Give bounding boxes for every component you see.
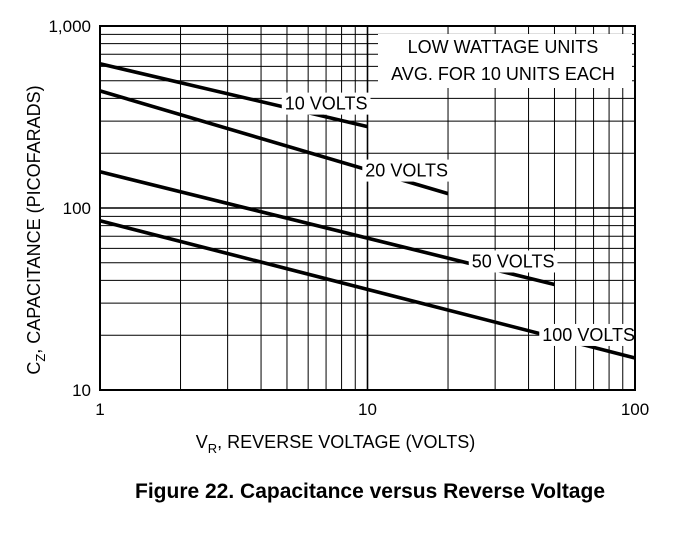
x-tick-label: 10 — [358, 400, 377, 419]
series-label-background — [362, 159, 452, 182]
y-tick-labels: 10 100 1,000 — [48, 17, 91, 400]
series-label: 10 VOLTS — [285, 94, 368, 114]
y-tick-label: 100 — [63, 199, 91, 218]
x-axis-label: VR, REVERSE VOLTAGE (VOLTS) — [196, 432, 475, 456]
x-tick-label: 1 — [95, 400, 104, 419]
series-label: 100 VOLTS — [542, 325, 635, 345]
plot-frame — [99, 25, 636, 391]
y-axis-label: CZ, CAPACITANCE (PICOFARADS) — [24, 85, 48, 374]
annotation-line: LOW WATTAGE UNITS — [408, 37, 599, 57]
series-label-background — [281, 92, 371, 115]
y-tick-label: 1,000 — [48, 17, 91, 36]
series-label-background — [539, 323, 638, 346]
annotation-line: AVG. FOR 10 UNITS EACH — [391, 64, 615, 84]
series-label: 50 VOLTS — [472, 251, 555, 271]
annotation-background — [378, 34, 632, 88]
series-label-background — [468, 250, 558, 273]
x-tick-labels: 1 10 100 — [95, 400, 649, 419]
y-tick-label: 10 — [72, 381, 91, 400]
series-line — [99, 62, 368, 129]
series-label: 20 VOLTS — [365, 161, 448, 181]
series-labels: 10 VOLTS 20 VOLTS 50 VOLTS 100 VOLTS — [281, 92, 638, 346]
x-tick-label: 100 — [621, 400, 649, 419]
annotation-box: LOW WATTAGE UNITS AVG. FOR 10 UNITS EACH — [378, 34, 632, 88]
figure-caption: Figure 22. Capacitance versus Reverse Vo… — [135, 480, 605, 503]
